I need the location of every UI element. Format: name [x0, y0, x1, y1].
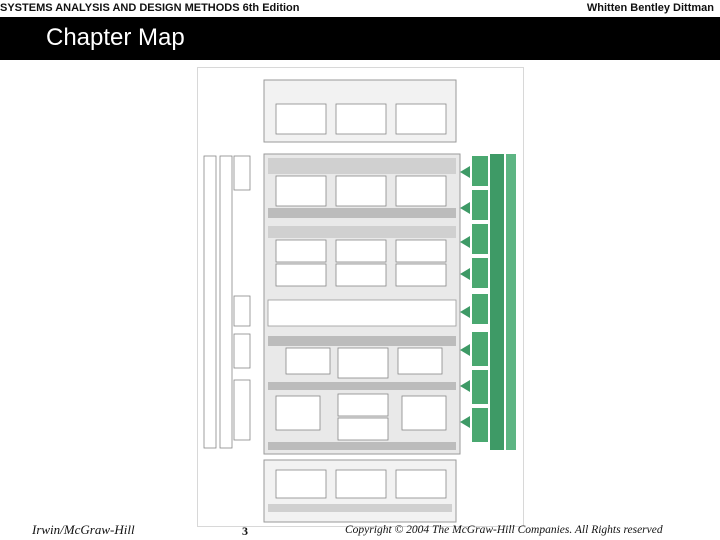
- top-box-2: [335, 103, 387, 135]
- page-number: 3: [242, 524, 248, 538]
- build-box-1: [275, 395, 321, 431]
- title-band: Chapter Map: [0, 17, 720, 60]
- design-box-2: [337, 347, 389, 379]
- slide-title: Chapter Map: [46, 24, 185, 51]
- design-box-3: [397, 347, 443, 375]
- req-box-3: [395, 239, 447, 263]
- req-box-2: [335, 239, 387, 263]
- left-outer-column: [203, 155, 217, 449]
- chapter-map-figure: [197, 67, 524, 527]
- book-title: SYSTEMS ANALYSIS AND DESIGN METHODS: [0, 2, 240, 14]
- scope-box-1: [275, 175, 327, 207]
- bottom-box-1: [275, 469, 327, 499]
- top-box-3: [395, 103, 447, 135]
- req-box-1: [275, 239, 327, 263]
- build-box-2: [337, 393, 389, 417]
- chapter-map-diagram: [203, 79, 516, 523]
- copyright-notice: Copyright © 2004 The McGraw-Hill Compani…: [345, 524, 663, 536]
- build-box-3: [337, 417, 389, 441]
- build-box-4: [401, 395, 447, 431]
- top-box-1: [275, 103, 327, 135]
- bottom-box-2: [335, 469, 387, 499]
- bottom-box-3: [395, 469, 447, 499]
- green-bar-outer: [490, 154, 504, 450]
- operational-band: [268, 442, 456, 450]
- left-label-3: [233, 333, 251, 369]
- objectives-band: [268, 208, 456, 218]
- model-box-1: [275, 263, 327, 287]
- left-label-4: [233, 379, 251, 441]
- right-tabs: [472, 156, 488, 442]
- statement-band: [268, 158, 456, 174]
- construction-band: [268, 382, 456, 390]
- left-label-2: [233, 295, 251, 327]
- scope-box-2: [335, 175, 387, 207]
- connector-arrows: [460, 166, 470, 428]
- requirements-band: [268, 226, 456, 238]
- scope-box-3: [395, 175, 447, 207]
- model-box-3: [395, 263, 447, 287]
- design-band: [268, 336, 456, 346]
- authors-label: Whitten Bentley Dittman: [586, 2, 714, 14]
- book-title-line: SYSTEMS ANALYSIS AND DESIGN METHODS 6th …: [0, 0, 299, 17]
- header-bar: SYSTEMS ANALYSIS AND DESIGN METHODS 6th …: [0, 0, 720, 17]
- green-bar-inner: [506, 154, 516, 450]
- design-box-1: [285, 347, 331, 375]
- edition-label: 6th Edition: [242, 2, 300, 14]
- left-label-1: [233, 155, 251, 191]
- proposal-band: [267, 299, 457, 327]
- left-mid-column: [219, 155, 233, 449]
- bottom-band: [268, 504, 452, 512]
- model-box-2: [335, 263, 387, 287]
- publisher-label: Irwin/McGraw-Hill: [32, 522, 135, 537]
